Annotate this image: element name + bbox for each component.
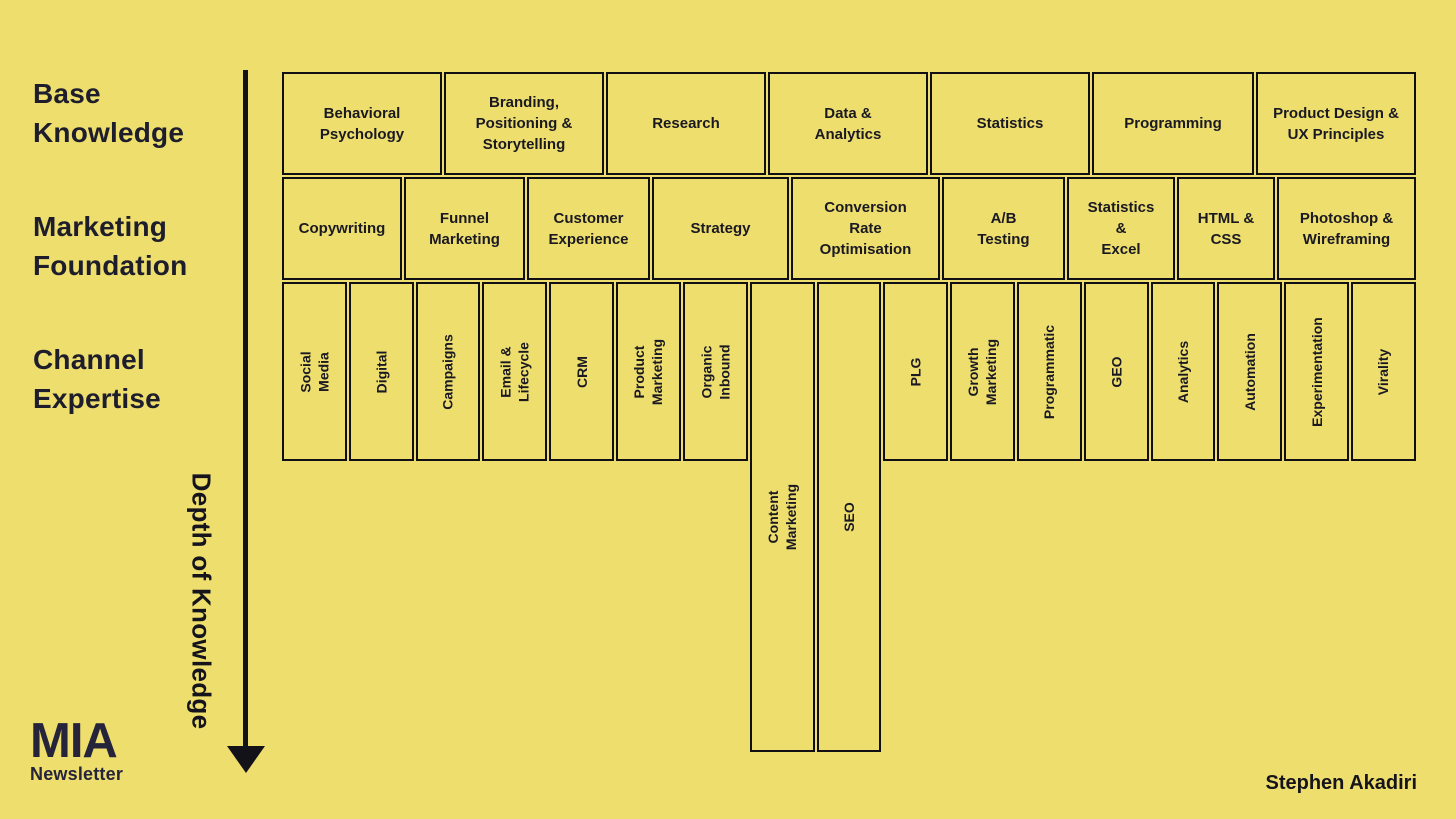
grid-cell-label: Conversion Rate Optimisation xyxy=(819,199,912,258)
grid-cell-research: Research xyxy=(606,72,766,175)
grid-cell-label: Branding, Positioning & Storytelling xyxy=(475,94,573,153)
grid-cell-seo: SEO xyxy=(817,282,881,752)
grid-cell-data-analytics: Data & Analytics xyxy=(768,72,928,175)
grid-cell-a-b-testing: A/B Testing xyxy=(942,177,1065,280)
grid-cell-programmatic: Programmatic xyxy=(1017,282,1082,461)
grid-cell-copywriting: Copywriting xyxy=(282,177,402,280)
logo-title: MIA xyxy=(30,714,118,768)
grid-cell-label: Digital xyxy=(373,350,390,393)
grid-cell-label: Customer Experience xyxy=(548,209,629,248)
grid-cell-funnel-marketing: Funnel Marketing xyxy=(404,177,525,280)
grid-cell-programming: Programming xyxy=(1092,72,1254,175)
grid-cell-label: Virality xyxy=(1375,348,1392,395)
grid-cell-strategy: Strategy xyxy=(652,177,789,280)
grid-cell-label: PLG xyxy=(907,357,924,386)
grid-cell-label: Copywriting xyxy=(298,220,386,237)
depth-axis-label: Depth of Knowledge xyxy=(186,472,217,730)
grid-cell-statistics-excel: Statistics & Excel xyxy=(1067,177,1175,280)
grid-cell-label: Research xyxy=(652,115,720,132)
depth-arrow-head-icon xyxy=(227,746,265,773)
row-label-marketing-foundation: Marketing Foundation xyxy=(33,211,188,281)
grid-cell-automation: Automation xyxy=(1217,282,1282,461)
grid-cell-virality: Virality xyxy=(1351,282,1416,461)
grid-cell-customer-experience: Customer Experience xyxy=(527,177,650,280)
grid-cell-label: Social Media xyxy=(297,350,332,393)
grid-cell-label: Experimentation xyxy=(1308,316,1325,427)
grid-cell-label: Statistics & Excel xyxy=(1087,199,1155,258)
grid-cell-label: Programming xyxy=(1124,115,1222,132)
grid-cell-geo: GEO xyxy=(1084,282,1149,461)
grid-cell-label: Photoshop & Wireframing xyxy=(1299,209,1394,248)
grid-cell-label: Automation xyxy=(1241,332,1258,411)
grid-cell-photoshop-wireframing: Photoshop & Wireframing xyxy=(1277,177,1416,280)
grid-cell-analytics: Analytics xyxy=(1151,282,1215,461)
grid-cell-label: Product Design & UX Principles xyxy=(1273,104,1399,143)
grid-cell-label: HTML & CSS xyxy=(1197,209,1255,248)
grid-cell-label: Product Marketing xyxy=(631,338,666,405)
grid-cell-label: Organic Inbound xyxy=(698,343,733,400)
row-label-base-knowledge: Base Knowledge xyxy=(33,78,185,148)
grid-cell-digital: Digital xyxy=(349,282,414,461)
grid-cell-product-design-ux-principles: Product Design & UX Principles xyxy=(1256,72,1416,175)
author-credit: Stephen Akadiri xyxy=(1265,772,1417,794)
grid-cell-label: Statistics xyxy=(976,115,1044,132)
logo-subtitle: Newsletter xyxy=(30,764,124,784)
grid-cell-label: SEO xyxy=(840,502,857,532)
grid-cell-label: Programmatic xyxy=(1041,324,1058,419)
grid-cell-label: GEO xyxy=(1108,355,1125,388)
grid-cell-social-media: Social Media xyxy=(282,282,347,461)
grid-cell-label: CRM xyxy=(573,355,590,388)
grid-cell-conversion-rate-optimisation: Conversion Rate Optimisation xyxy=(791,177,940,280)
grid-cell-label: Campaigns xyxy=(440,333,456,410)
grid-cell-label: Growth Marketing xyxy=(965,338,1000,405)
grid-cell-experimentation: Experimentation xyxy=(1284,282,1349,461)
grid-cell-campaigns: Campaigns xyxy=(416,282,480,461)
mia-newsletter-logo: MIA Newsletter xyxy=(30,716,123,785)
grid-cell-branding-positioning-storytelling: Branding, Positioning & Storytelling xyxy=(444,72,604,175)
grid-cell-statistics: Statistics xyxy=(930,72,1090,175)
depth-arrow-line xyxy=(243,70,248,750)
grid-cell-growth-marketing: Growth Marketing xyxy=(950,282,1015,461)
grid-cell-behavioral-psychology: Behavioral Psychology xyxy=(282,72,442,175)
grid-cell-html-css: HTML & CSS xyxy=(1177,177,1275,280)
grid-cell-crm: CRM xyxy=(549,282,614,461)
grid-cell-label: A/B Testing xyxy=(977,209,1030,248)
grid-cell-label: Funnel Marketing xyxy=(429,209,500,248)
grid-cell-label: Strategy xyxy=(690,220,751,237)
grid-cell-label: Email & Lifecycle xyxy=(497,341,532,402)
grid-cell-label: Content Marketing xyxy=(765,483,800,551)
grid-cell-label: Data & Analytics xyxy=(814,104,882,143)
row-label-channel-expertise: Channel Expertise xyxy=(33,344,161,414)
grid-cell-content-marketing: Content Marketing xyxy=(750,282,815,752)
grid-cell-plg: PLG xyxy=(883,282,948,461)
grid-cell-email-lifecycle: Email & Lifecycle xyxy=(482,282,547,461)
grid-cell-label: Behavioral Psychology xyxy=(319,104,405,143)
grid-cell-organic-inbound: Organic Inbound xyxy=(683,282,748,461)
grid-cell-label: Analytics xyxy=(1175,340,1191,403)
grid-cell-product-marketing: Product Marketing xyxy=(616,282,681,461)
